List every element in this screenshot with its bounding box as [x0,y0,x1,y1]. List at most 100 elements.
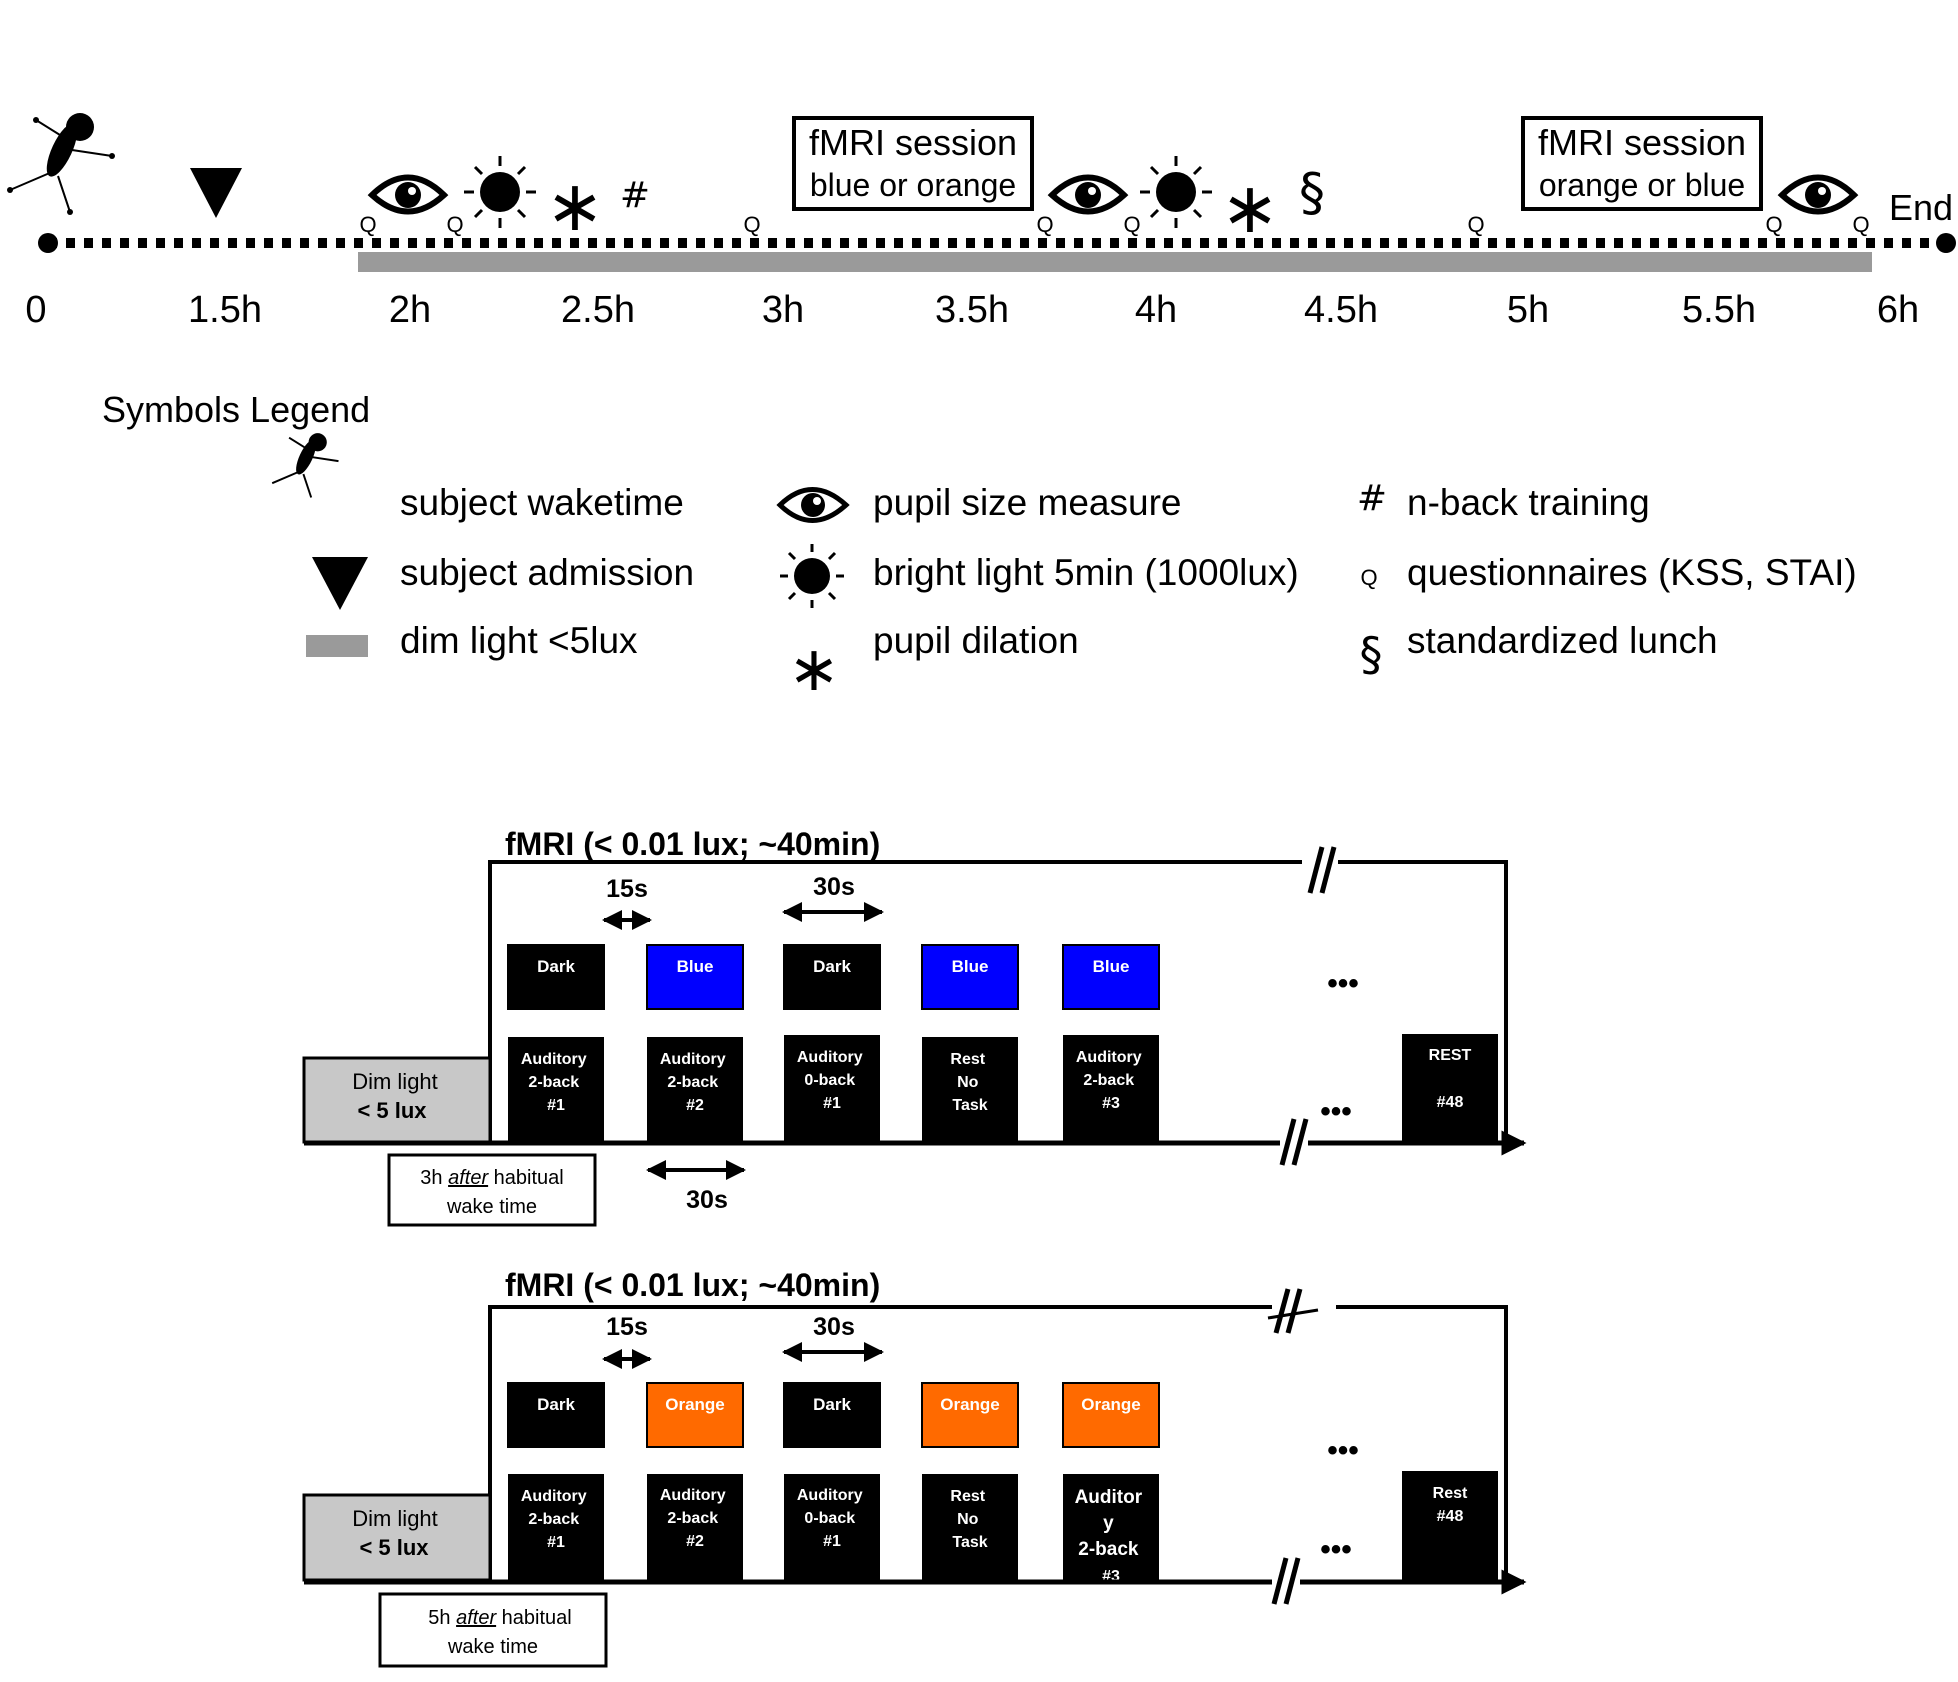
task-block: Rest No Task [922,1037,1018,1141]
q-mark: Q [1123,212,1140,237]
wake-icon [271,433,339,498]
color-block: Orange [921,1382,1019,1448]
svg-text:Auditory 2-back: Auditory 2-back #2 [660,1487,730,1550]
legend-label: standardized lunch [1407,620,1718,661]
svg-text:Auditory 0-back: Auditory 0-back #1 [797,1487,867,1550]
duration-30s: 30s [813,1313,855,1341]
q-mark: Q [1852,212,1869,237]
svg-text:Auditory 2-back: Auditory 2-back #1 [521,1488,591,1551]
tick-label: 2.5h [561,289,635,331]
color-block: Dark [783,944,881,1010]
asterisk-icon: ∗ [1221,167,1280,249]
svg-text:orange or blue: orange or blue [1539,167,1745,203]
task-block: Auditory 0-back #1 [784,1474,880,1580]
q-mark: Q [743,212,760,237]
duration-30s: 30s [813,873,855,901]
dim-light-box: Dim light < 5 lux [302,1493,492,1582]
dim-light-bar [358,252,1872,272]
task-block: Auditory 2-back #2 [647,1474,743,1580]
duration-30s: 30s [686,1186,728,1214]
color-block: Dark [783,1382,881,1448]
svg-text:Blue: Blue [677,957,714,976]
svg-text:Auditory 2-back: Auditory 2-back #1 [521,1051,591,1114]
task-block: Auditor y 2-back #3 [1063,1474,1159,1585]
duration-15s: 15s [606,875,648,903]
svg-text:Rest No Task: Rest No Task [950,1051,989,1114]
svg-text:Blue: Blue [952,957,989,976]
tick-label: 4.5h [1304,289,1378,331]
end-label: End [1889,187,1953,228]
svg-text:Orange: Orange [665,1395,725,1414]
panel-frame [488,860,1508,1143]
color-block: Dark [507,1382,605,1448]
timeline-end-dot [1936,233,1956,253]
q-mark: Q [1036,212,1053,237]
svg-text:wake time: wake time [447,1636,538,1658]
svg-text:Dim light: Dim light [352,1506,438,1531]
q-mark: Q [446,212,463,237]
legend-label: subject admission [400,552,694,593]
asterisk-icon: ∗ [788,632,840,705]
tick-label: 4h [1135,289,1177,331]
color-block: Blue [1062,944,1160,1010]
legend-label: pupil size measure [873,482,1181,523]
legend-label: subject waketime [400,482,684,523]
wake-icon [7,113,115,215]
svg-text:fMRI session: fMRI session [809,122,1017,163]
hash-icon: # [620,175,650,216]
dim-light-box: Dim light < 5 lux [302,1056,492,1144]
panel-title: fMRI (< 0.01 lux; ~40min) [505,826,880,862]
legend-label: questionnaires (KSS, STAI) [1407,552,1857,593]
q-mark: Q [1765,212,1782,237]
color-block: Blue [646,944,744,1010]
svg-text:Orange: Orange [940,1395,1000,1414]
hash-icon: # [1357,478,1387,519]
svg-text:Dark: Dark [537,1395,575,1414]
section-icon: § [1299,163,1325,223]
admission-triangle-icon [190,168,242,218]
panel-title: fMRI (< 0.01 lux; ~40min) [505,1267,880,1303]
svg-text:Auditory 2-back: Auditory 2-back #2 [660,1051,730,1114]
svg-text:Dark: Dark [813,1395,851,1414]
svg-text:< 5 lux: < 5 lux [357,1098,427,1123]
tick-label: 2h [389,289,431,331]
q-mark: Q [1467,212,1484,237]
panel-frame [488,1305,1508,1582]
ellipsis: ••• [1327,1434,1359,1467]
svg-text:Orange: Orange [1081,1395,1141,1414]
tick-label: 6h [1877,289,1919,331]
color-block: Dark [507,944,605,1010]
section-icon: § [1360,627,1383,681]
svg-text:Dim light: Dim light [352,1069,438,1094]
final-rest-block: REST #48 [1402,1034,1498,1141]
svg-text:3h after habitual: 3h after habitual [420,1167,563,1189]
fmri-session-box-2: fMRI session orange or blue [1521,116,1763,211]
fmri-session-box-1: fMRI session blue or orange [792,116,1034,211]
tick-label: 5.5h [1682,289,1756,331]
svg-text:REST: REST [1429,1047,1472,1064]
svg-text:< 5 lux: < 5 lux [359,1535,429,1560]
task-block: Auditory 2-back #1 [508,1037,604,1141]
questionnaire-marks: Q Q Q Q Q Q Q Q [359,212,1869,237]
svg-text:blue or orange: blue or orange [810,167,1016,203]
legend-title: Symbols Legend [102,389,370,430]
sun-icon [464,156,536,228]
svg-text:#48: #48 [1437,1508,1464,1525]
task-block: Auditory 2-back #3 [1063,1035,1159,1141]
tick-label: 3h [762,289,804,331]
svg-text:Dark: Dark [813,957,851,976]
color-block: Blue [921,944,1019,1010]
tick-label: 0 [25,289,46,331]
q-icon: Q [1360,565,1377,590]
asterisk-icon: ∗ [546,165,605,247]
fmri-panel-orange: fMRI (< 0.01 lux; ~40min) 15s 30s Dark O… [302,1267,1527,1668]
legend-label: dim light <5lux [400,620,638,661]
ellipsis: ••• [1320,1533,1352,1566]
final-rest-block: Rest #48 [1402,1471,1498,1582]
eye-icon [367,174,449,215]
legend-label: pupil dilation [873,620,1079,661]
sun-icon [1140,156,1212,228]
svg-text:#48: #48 [1437,1094,1464,1111]
svg-text:Blue: Blue [1093,957,1130,976]
